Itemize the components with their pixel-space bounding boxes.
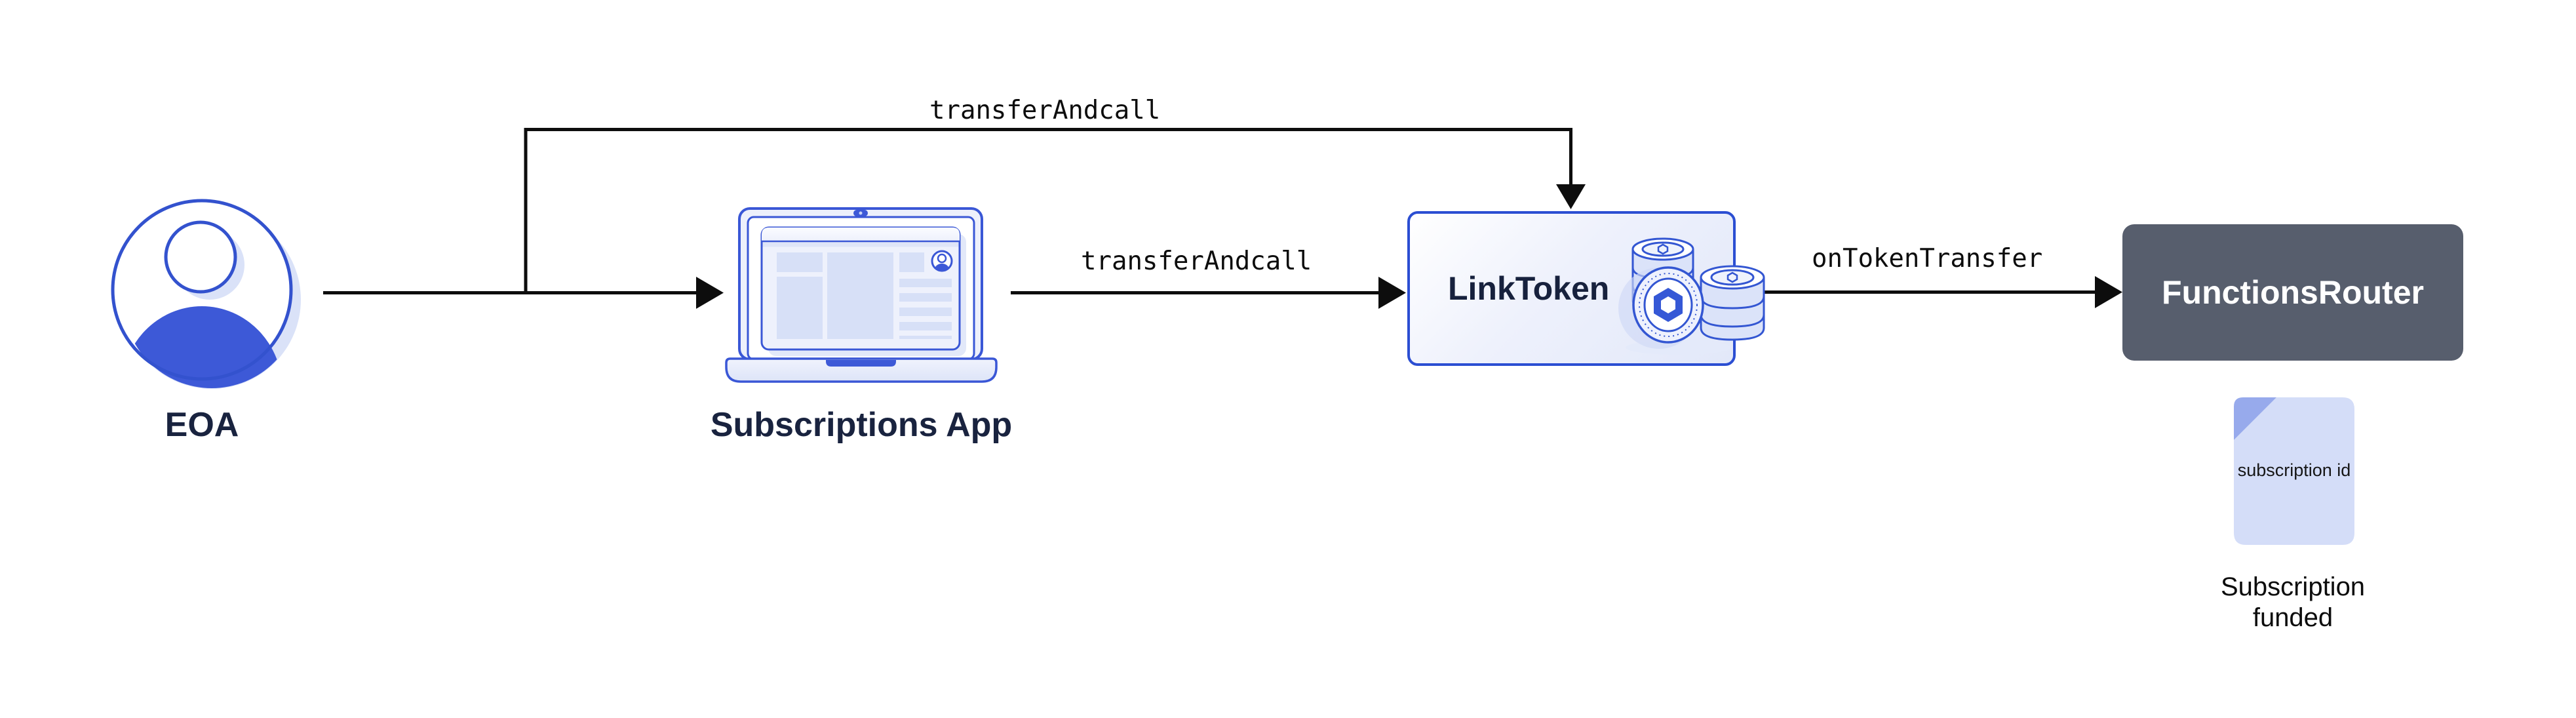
arrow-app-to-linktoken	[1011, 277, 1406, 309]
document-icon	[2234, 397, 2354, 545]
arrow-linktoken-to-router	[1763, 276, 2122, 308]
eoa-label: EOA	[165, 406, 239, 444]
edge-label-ontokentransfer: onTokenTransfer	[1812, 244, 2043, 273]
person-icon	[111, 199, 301, 389]
subscription-funded-caption: Subscription funded	[2220, 572, 2366, 632]
edge-label-transferandcall-top: transferAndcall	[929, 96, 1161, 125]
coins-icon	[1618, 237, 1765, 355]
edge-label-transferandcall-mid: transferAndcall	[1081, 247, 1312, 276]
laptop-icon	[725, 207, 998, 383]
subscriptions-app-label: Subscriptions App	[710, 406, 1013, 444]
functionsrouter-box: FunctionsRouter	[2122, 224, 2463, 361]
arrow-eoa-to-linktoken	[524, 128, 1586, 294]
linktoken-label: LinkToken	[1448, 270, 1610, 307]
arrow-eoa-to-app	[323, 277, 724, 309]
functionsrouter-label: FunctionsRouter	[2162, 274, 2424, 311]
subscription-id-text: subscription id	[2237, 460, 2351, 480]
